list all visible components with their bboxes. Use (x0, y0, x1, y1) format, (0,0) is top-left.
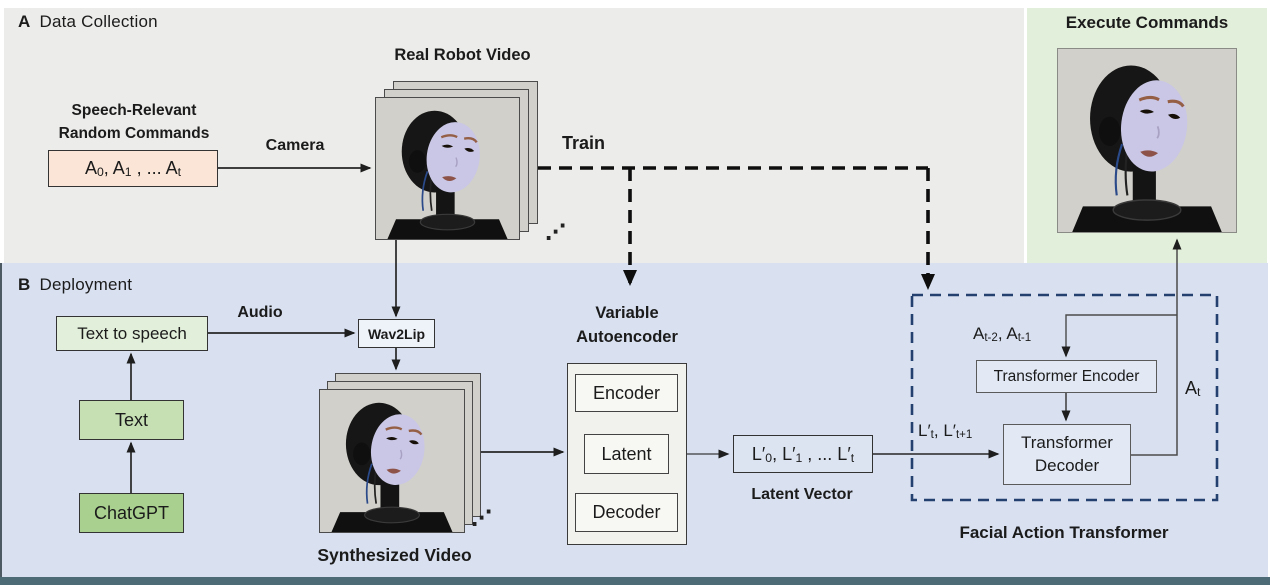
synth-video-frame-front (319, 389, 465, 533)
section-a-title: Data Collection (39, 12, 158, 31)
audio-label: Audio (237, 304, 283, 321)
bottom-divider-bar (0, 577, 1270, 585)
chatgpt-box: ChatGPT (79, 493, 184, 533)
section-b-title: Deployment (39, 275, 133, 294)
commands-box: A0, A1 , ... At (48, 150, 218, 187)
train-label: Train (562, 133, 606, 153)
section-a-tag: A (18, 12, 31, 31)
a-prev-label: At-2, At-1 (973, 324, 1032, 345)
variable-autoencoder-label: Variable Autoencoder (576, 304, 678, 346)
transformer-decoder-box: Transformer Decoder (1003, 424, 1131, 485)
execute-commands-title: Execute Commands (1065, 13, 1229, 32)
latent-vector-box-text: L′0, L′1 , ... L′t (751, 443, 855, 465)
transformer-encoder-box: Transformer Encoder (976, 360, 1157, 393)
section-b-header: B Deployment (18, 275, 132, 295)
vae-encoder-box: Encoder (575, 374, 678, 412)
section-b-tag: B (18, 275, 31, 294)
latent-vector-label: Latent Vector (751, 486, 853, 503)
real-robot-video-label: Real Robot Video (394, 46, 531, 64)
lt-input-label: L′t, L′t+1 (918, 421, 973, 442)
vae-decoder-box: Decoder (575, 493, 678, 532)
a-t-label: At (1185, 378, 1201, 400)
text-to-speech-box: Text to speech (56, 316, 208, 351)
wav2lip-box: Wav2Lip (358, 319, 435, 348)
speech-commands-label: Speech-Relevant Random Commands (58, 102, 210, 142)
execute-robot-photo (1057, 48, 1237, 233)
synthesized-video-label: Synthesized Video (317, 545, 472, 565)
real-video-ellipsis: ⋰ (545, 221, 566, 244)
camera-label: Camera (265, 137, 325, 154)
section-a-header: A Data Collection (18, 12, 158, 32)
facial-action-transformer-label: Facial Action Transformer (959, 523, 1169, 542)
real-video-frame-front (375, 97, 520, 240)
latent-vector-box: L′0, L′1 , ... L′t (733, 435, 873, 473)
vae-latent-box: Latent (584, 434, 669, 474)
synth-video-ellipsis: ⋰ (471, 507, 492, 530)
text-box: Text (79, 400, 184, 440)
commands-box-text: A0, A1 , ... At (84, 158, 182, 180)
